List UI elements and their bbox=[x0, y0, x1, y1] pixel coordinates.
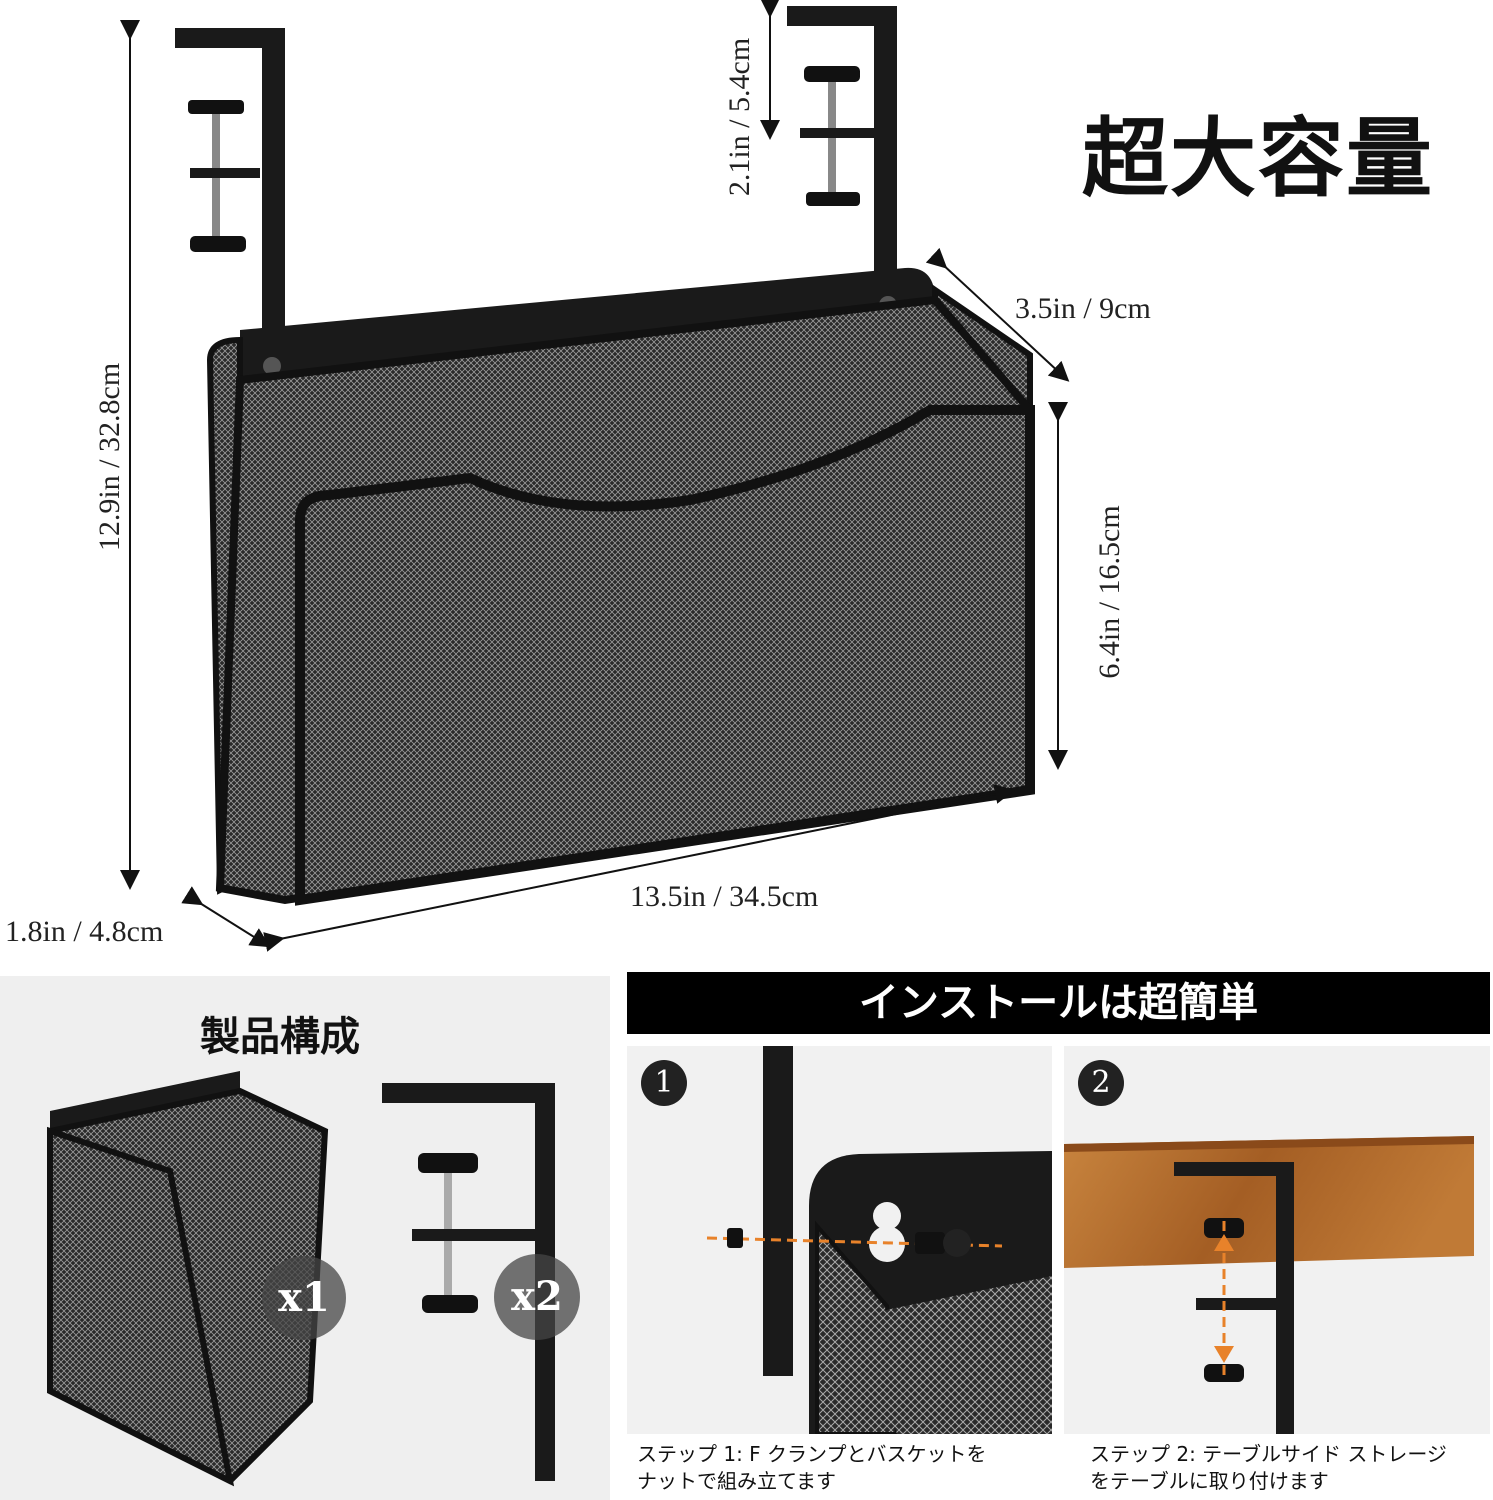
contents-panel: 製品構成 x1 x2 bbox=[0, 976, 610, 1500]
step-1-caption-line2: ナットで組み立てます bbox=[637, 1469, 836, 1493]
step-1-illustration bbox=[706, 1046, 1052, 1434]
install-banner: インストールは超簡単 bbox=[627, 972, 1490, 1034]
step-2-caption-line1: ステップ 2: テーブルサイド ストレージ bbox=[1090, 1442, 1447, 1466]
right-clamp-graphic bbox=[787, 6, 897, 280]
dim-width: 13.5in / 34.5cm bbox=[630, 880, 819, 913]
step-2-number: 2 bbox=[1078, 1060, 1124, 1106]
clamp-thumbnail bbox=[382, 1083, 555, 1481]
basket-graphic bbox=[206, 267, 1035, 906]
basket-thumbnail bbox=[47, 1071, 329, 1487]
left-clamp-graphic bbox=[175, 28, 285, 330]
step-1-panel: 1 bbox=[627, 1046, 1052, 1434]
dim-clamp-height: 2.1in / 5.4cm bbox=[723, 37, 756, 197]
contents-title: 製品構成 bbox=[200, 1014, 360, 1060]
dim-depth-bottom: 1.8in / 4.8cm bbox=[5, 915, 164, 948]
step-2-caption-line2: をテーブルに取り付けます bbox=[1090, 1469, 1329, 1493]
product-dimension-drawing bbox=[120, 0, 1070, 952]
clamp-qty-badge: x2 bbox=[494, 1254, 580, 1340]
headline: 超大容量 bbox=[1082, 108, 1434, 209]
basket-qty-badge: x1 bbox=[262, 1256, 346, 1340]
step-1-number: 1 bbox=[641, 1060, 687, 1106]
dim-height-total: 12.9in / 32.8cm bbox=[93, 362, 126, 552]
step-2-panel: 2 bbox=[1064, 1046, 1490, 1434]
dim-basket-height: 6.4in / 16.5cm bbox=[1093, 505, 1126, 679]
step-2-illustration bbox=[1064, 1136, 1474, 1434]
dim-depth-top: 3.5in / 9cm bbox=[1015, 292, 1151, 325]
step-1-caption-line1: ステップ 1: F クランプとバスケットを bbox=[637, 1442, 987, 1466]
